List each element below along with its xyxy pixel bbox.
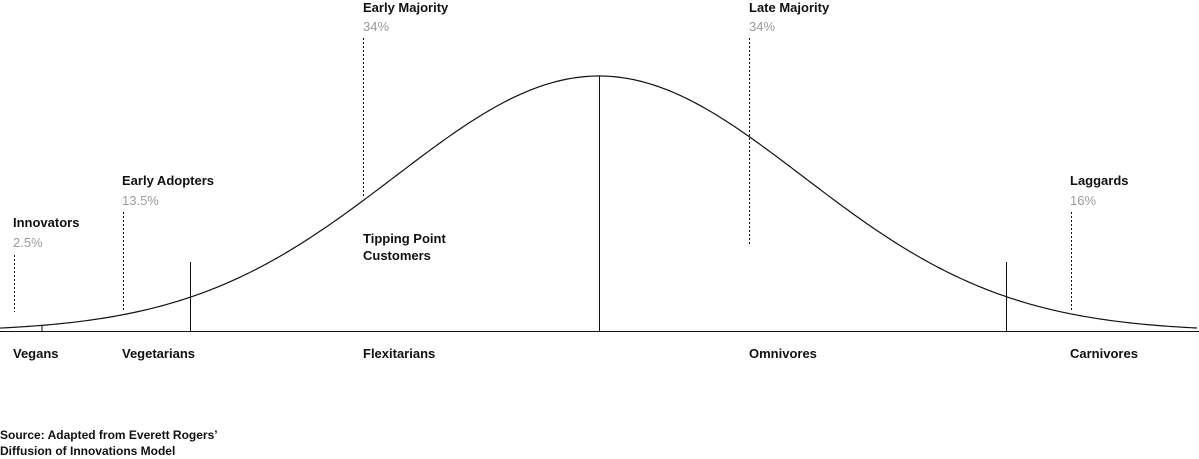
segment-percent-early-adopters: 13.5%: [122, 193, 159, 208]
tipping-point-line1: Tipping Point: [363, 231, 446, 246]
bottom-label-vegetarians: Vegetarians: [122, 346, 195, 361]
segment-percent-innovators: 2.5%: [13, 235, 43, 250]
source-note: Source: Adapted from Everett Rogers’ Dif…: [0, 427, 218, 459]
bell-curve: [0, 75, 1198, 329]
tipping-point-label: Tipping Point Customers: [363, 230, 446, 264]
source-line2: Diffusion of Innovations Model: [0, 444, 176, 458]
segment-percent-laggards: 16%: [1070, 193, 1097, 208]
segment-name-innovators: Innovators: [13, 215, 80, 230]
source-line1: Source: Adapted from Everett Rogers’: [0, 428, 218, 442]
bottom-label-vegans: Vegans: [13, 346, 59, 361]
tipping-point-line2: Customers: [363, 248, 431, 263]
bottom-label-carnivores: Carnivores: [1070, 346, 1138, 361]
segment-name-late-majority: Late Majority: [749, 0, 830, 15]
bottom-label-flexitarians: Flexitarians: [363, 346, 436, 361]
segment-name-early-majority: Early Majority: [363, 0, 449, 15]
segment-name-early-adopters: Early Adopters: [122, 173, 214, 188]
segment-name-laggards: Laggards: [1070, 173, 1129, 188]
bottom-label-omnivores: Omnivores: [749, 346, 817, 361]
segment-percent-late-majority: 34%: [749, 19, 776, 34]
segment-percent-early-majority: 34%: [363, 19, 390, 34]
